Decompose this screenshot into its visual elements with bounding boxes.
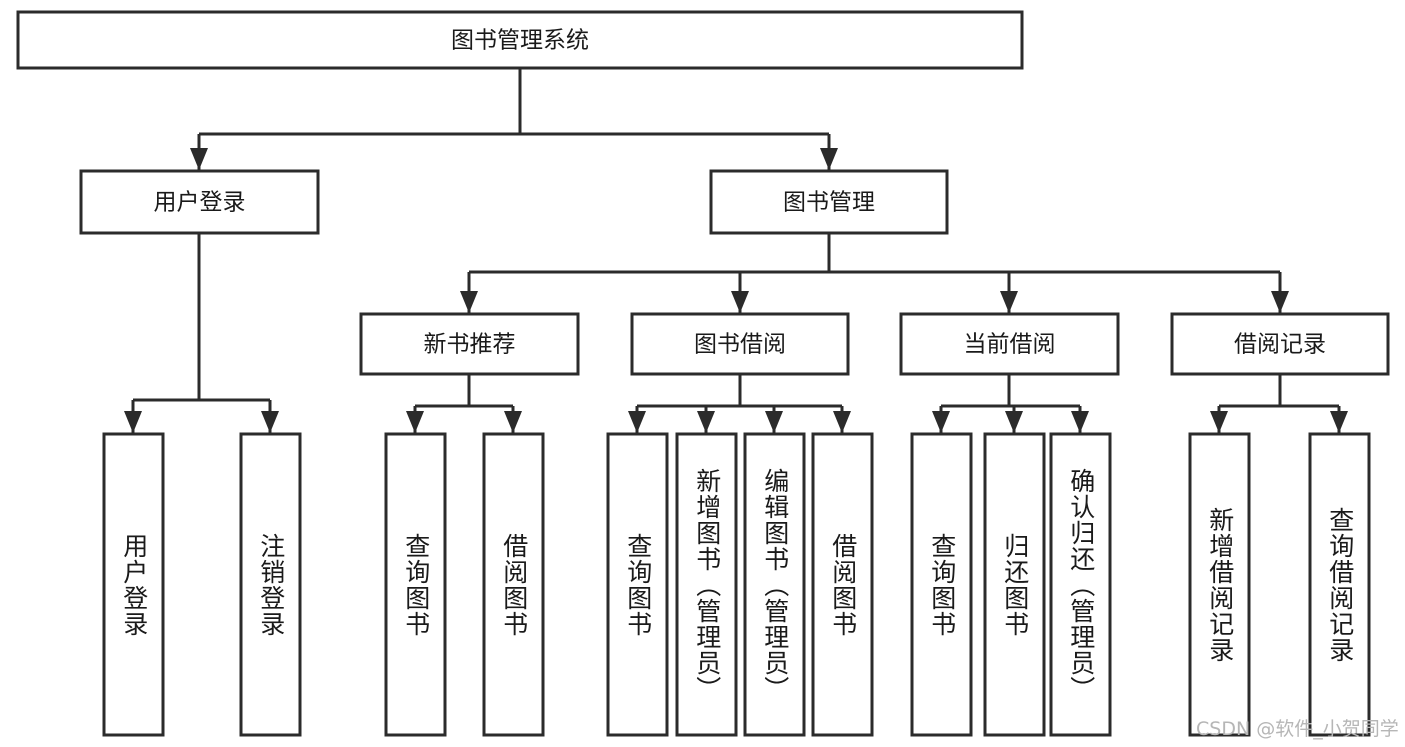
edge-当前借阅-arrowhead-1 [1005, 411, 1023, 433]
boxes-layer [16, 10, 1390, 737]
node-box-当前借阅[interactable] [899, 312, 1120, 376]
edge-用户登录-arrowhead-0 [124, 411, 142, 433]
edge-图书借阅-arrowhead-1 [697, 411, 715, 433]
leaf-box-归还图书-9[interactable] [983, 432, 1046, 737]
leaf-box-查询图书-4[interactable] [606, 432, 669, 737]
node-label-图书管理: 图书管理 [783, 190, 875, 216]
connectors-layer [124, 68, 1348, 433]
edge-图书借阅-arrowhead-3 [833, 411, 851, 433]
edge-图书管理-arrowhead-0 [460, 291, 478, 313]
edge-借阅记录-arrowhead-0 [1210, 411, 1228, 433]
node-label-新书推荐: 新书推荐 [424, 332, 516, 358]
node-box-用户登录[interactable] [79, 169, 320, 235]
node-label-借阅记录: 借阅记录 [1234, 332, 1326, 358]
leaf-box-借阅图书-7[interactable] [811, 432, 874, 737]
node-label-用户登录: 用户登录 [154, 190, 246, 216]
leaf-box-注销登录-1[interactable] [239, 432, 302, 737]
node-box-借阅记录[interactable] [1170, 312, 1390, 376]
leaf-box-查询图书-2[interactable] [384, 432, 447, 737]
leaf-box-确认归还管理员-10[interactable] [1049, 432, 1112, 737]
leaf-box-新增借阅记录-11[interactable] [1188, 432, 1251, 737]
node-label-图书管理系统: 图书管理系统 [451, 28, 589, 54]
edge-图书管理系统-arrowhead-1 [820, 148, 838, 170]
node-box-新书推荐[interactable] [359, 312, 580, 376]
leaf-box-查询借阅记录-12[interactable] [1308, 432, 1371, 737]
edge-借阅记录-arrowhead-1 [1330, 411, 1348, 433]
node-label-当前借阅: 当前借阅 [964, 332, 1056, 358]
edge-图书管理系统-arrowhead-0 [190, 148, 208, 170]
edge-新书推荐-arrowhead-0 [406, 411, 424, 433]
leaf-box-编辑图书管理员-6[interactable] [743, 432, 806, 737]
edge-当前借阅-arrowhead-2 [1071, 411, 1089, 433]
leaf-box-用户登录-0[interactable] [102, 432, 165, 737]
leaf-box-查询图书-8[interactable] [910, 432, 973, 737]
csdn-watermark: CSDN @软件_小贺同学 [1196, 718, 1399, 740]
edge-图书管理-arrowhead-3 [1271, 291, 1289, 313]
edge-新书推荐-arrowhead-1 [504, 411, 522, 433]
node-box-图书管理[interactable] [709, 169, 949, 235]
edge-图书管理-arrowhead-2 [1000, 291, 1018, 313]
node-box-图书管理系统[interactable] [16, 10, 1024, 70]
edge-图书借阅-arrowhead-2 [765, 411, 783, 433]
edge-图书管理-arrowhead-1 [731, 291, 749, 313]
leaf-box-借阅图书-3[interactable] [482, 432, 545, 737]
node-label-图书借阅: 图书借阅 [694, 332, 786, 358]
edge-当前借阅-arrowhead-0 [932, 411, 950, 433]
leaf-box-新增图书管理员-5[interactable] [675, 432, 738, 737]
edge-用户登录-arrowhead-1 [261, 411, 279, 433]
node-box-图书借阅[interactable] [630, 312, 850, 376]
edge-图书借阅-arrowhead-0 [628, 411, 646, 433]
